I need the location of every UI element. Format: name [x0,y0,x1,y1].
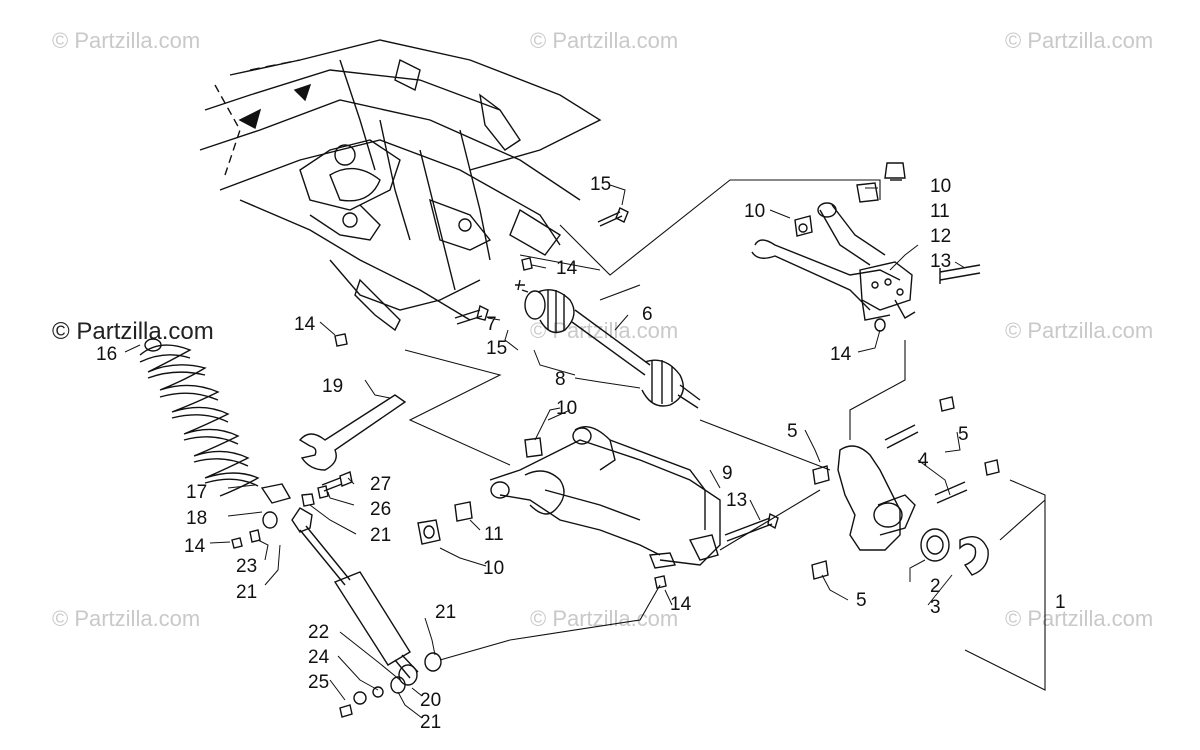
callout-5b: 5 [958,424,969,445]
watermark: © Partzilla.com [1005,28,1154,53]
callout-10d: 10 [483,558,504,579]
lower-a-arm [489,426,779,569]
callout-11b: 11 [484,524,504,545]
watermark-dark: © Partzilla.com [52,318,214,345]
callout-10b: 10 [744,201,765,222]
callout-10a: 10 [930,176,951,197]
rear-knuckle [811,396,1000,580]
spanner-wrench [298,394,407,471]
nut-14-upper [521,257,533,271]
leader-lines [404,179,1046,691]
callout-9: 9 [722,463,733,484]
callout-12: 12 [930,226,951,247]
callout-24: 24 [308,647,330,668]
callout-10c: 10 [556,398,577,419]
callout-17: 17 [186,482,207,503]
callout-5c: 5 [856,590,867,611]
bolt-15-left [454,304,489,325]
upper-a-arm [751,202,981,332]
callout-21b: 21 [236,582,257,603]
callout-25: 25 [308,672,329,693]
callout-26: 26 [370,499,391,520]
callout-20: 20 [420,690,441,711]
watermark: © Partzilla.com [1005,318,1154,343]
callout-14c: 14 [830,344,852,365]
callout-6: 6 [642,304,653,325]
coil-spring [139,338,292,504]
callout-1: 1 [1055,592,1066,613]
callout-15b: 15 [486,338,507,359]
callout-4: 4 [918,450,929,471]
callout-21c: 21 [435,602,456,623]
callout-16: 16 [96,344,117,365]
callout-leaders [124,184,966,719]
bolt-15-upper [597,207,629,227]
callout-14d: 14 [184,536,206,557]
callout-3: 3 [930,597,941,618]
frame-assembly [199,39,602,332]
bushing-set-lower [417,437,543,545]
watermark: © Partzilla.com [530,28,679,53]
watermark: © Partzilla.com [52,28,201,53]
callout-14a: 14 [556,258,578,279]
cv-axle [515,279,701,409]
nut-14-lower [654,575,667,589]
callout-19: 19 [322,376,343,397]
callout-14b: 14 [294,314,316,335]
callout-23: 23 [236,556,257,577]
watermark: © Partzilla.com [530,606,679,631]
callout-13a: 13 [930,251,951,272]
nut-14-left [334,333,348,347]
callout-21d: 21 [420,712,441,733]
callout-11a: 11 [930,201,950,222]
callout-15a: 15 [590,174,611,195]
callout-labels: 1 2 3 4 5 5 5 6 7 8 9 10 10 10 10 11 11 … [96,174,1066,733]
callout-18: 18 [186,508,207,529]
callout-7: 7 [486,314,497,335]
watermark: © Partzilla.com [1005,606,1154,631]
callout-21a: 21 [370,525,391,546]
callout-2: 2 [930,576,941,597]
callout-8: 8 [555,369,566,390]
bushing-set-upper [794,162,906,237]
callout-14e: 14 [670,594,692,615]
callout-5a: 5 [787,421,798,442]
callout-22: 22 [308,622,329,643]
callout-13b: 13 [726,490,747,511]
watermark: © Partzilla.com [52,606,201,631]
callout-27: 27 [370,474,391,495]
shock-absorber [231,471,442,718]
